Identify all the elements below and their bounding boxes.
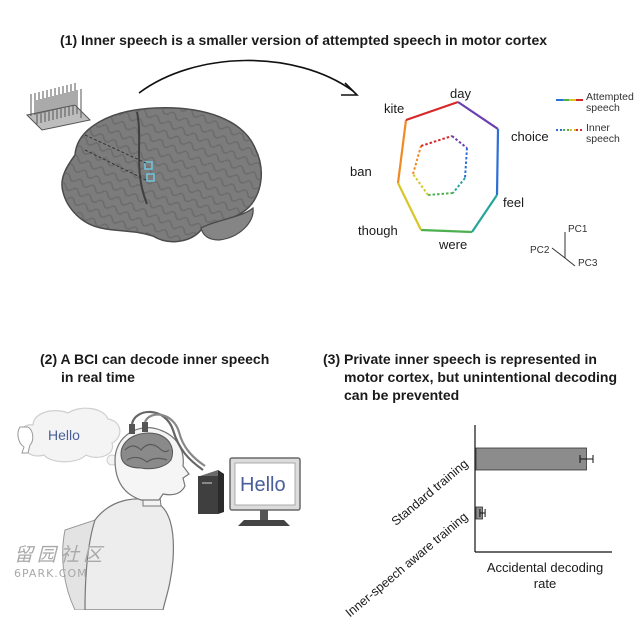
thought-text: Hello [48,427,80,443]
monitor [229,457,301,526]
x-axis-label: Accidental decoding rate [470,560,620,592]
pc3-label: PC3 [578,258,598,269]
panel1-title: (1) Inner speech is a smaller version of… [60,32,548,48]
category-label-aware-text: Inner-speech aware training [342,509,471,620]
pc-axes [551,232,576,267]
word-day: day [450,86,471,101]
panel3-title-line2: motor cortex, but unintentional decoding [344,369,617,385]
watermark: 留园社区 6PARK.COM [14,540,106,580]
electrode-array [25,83,92,131]
panel2-title: (2) A BCI can decode inner speech in rea… [40,350,300,386]
panel3-title-line3: can be prevented [344,387,460,403]
error-bar-1 [479,509,486,517]
pc1-label: PC1 [568,224,588,235]
x-axis-label-line1: Accidental decoding [486,560,604,575]
legend-inner-label: Inner speech [586,122,620,145]
person-illustration [62,410,206,610]
panel3-title: (3) Private inner speech is represented … [323,350,623,404]
word-ban: ban [350,164,372,179]
bar-chart [474,425,612,553]
word-though: though [358,223,398,238]
category-label-aware: Inner-speech aware training [339,510,471,624]
word-kite: kite [384,101,405,116]
panel2-title-line1: (2) A BCI can decode inner speech [40,351,270,367]
computer-tower [198,470,224,514]
pca-heptagon-plot [396,100,500,234]
watermark-line2: 6PARK.COM [14,567,88,580]
legend-attempted-swatch [556,99,583,101]
x-axis-label-line2: rate [533,576,557,591]
error-bar-0 [579,455,594,463]
legend-attempted-label: Attempted speech [586,91,634,114]
pc2-label: PC2 [530,245,550,256]
bar-0 [475,447,587,471]
screen-text: Hello [240,474,286,496]
panel3-title-line1: (3) Private inner speech is represented … [323,351,597,367]
panel2-title-line2: in real time [61,369,135,385]
word-were: were [439,237,468,252]
legend-inner-swatch [556,129,583,131]
brain-illustration [25,83,262,243]
word-choice: choice [511,129,549,144]
word-feel: feel [503,195,524,210]
projection-arrow [138,59,359,96]
watermark-line1: 留园社区 [14,544,107,566]
